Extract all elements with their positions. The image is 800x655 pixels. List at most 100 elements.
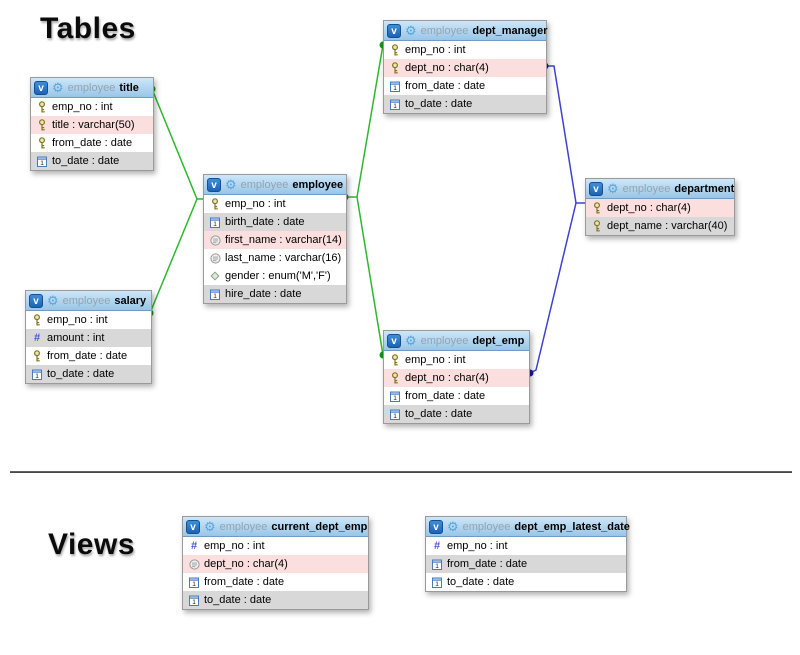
- column-row[interactable]: gender : enum('M','F'): [204, 267, 346, 285]
- schema-label: employee: [420, 334, 469, 347]
- view-toggle-icon[interactable]: v: [29, 293, 43, 308]
- column-label: from_date : date: [405, 80, 486, 92]
- key-icon: [389, 371, 401, 385]
- view-toggle-icon[interactable]: v: [34, 80, 48, 95]
- view-toggle-icon[interactable]: v: [589, 181, 603, 196]
- svg-text:1: 1: [192, 581, 196, 588]
- gear-icon[interactable]: ⚙: [204, 519, 216, 534]
- table-name: title: [119, 81, 139, 94]
- column-row[interactable]: emp_no : int: [384, 351, 529, 369]
- column-label: dept_no : char(4): [405, 62, 489, 74]
- column-row[interactable]: dept_no : char(4): [586, 199, 734, 217]
- column-label: dept_no : char(4): [405, 372, 489, 384]
- column-label: from_date : date: [447, 558, 528, 570]
- column-label: hire_date : date: [225, 288, 302, 300]
- schema-label: employee: [240, 178, 289, 191]
- calendar-icon: 1: [431, 577, 443, 588]
- svg-text:1: 1: [35, 373, 39, 380]
- column-row[interactable]: last_name : varchar(16): [204, 249, 346, 267]
- calendar-icon: 1: [31, 369, 43, 380]
- column-row[interactable]: dept_no : char(4): [183, 555, 368, 573]
- column-label: to_date : date: [52, 155, 120, 167]
- view-toggle-icon[interactable]: v: [207, 177, 221, 192]
- column-row[interactable]: 1 hire_date : date: [204, 285, 346, 303]
- calendar-icon: 1: [209, 289, 221, 300]
- table-name: employee: [292, 178, 344, 191]
- column-label: amount : int: [47, 332, 105, 344]
- calendar-icon: 1: [389, 81, 401, 92]
- column-row[interactable]: emp_no : int: [384, 41, 546, 59]
- svg-text:1: 1: [393, 395, 397, 402]
- column-row[interactable]: #amount : int: [26, 329, 151, 347]
- column-label: emp_no : int: [447, 540, 508, 552]
- column-row[interactable]: from_date : date: [31, 134, 153, 152]
- view-toggle-icon[interactable]: v: [429, 519, 443, 534]
- column-row[interactable]: 1 from_date : date: [426, 555, 626, 573]
- column-label: dept_no : char(4): [607, 202, 691, 214]
- text-icon: [188, 558, 200, 570]
- svg-text:1: 1: [213, 221, 217, 228]
- column-row[interactable]: emp_no : int: [204, 195, 346, 213]
- key-icon: [31, 313, 43, 327]
- schema-label: employee: [622, 182, 671, 195]
- column-row[interactable]: 1 from_date : date: [384, 77, 546, 95]
- column-row[interactable]: dept_no : char(4): [384, 369, 529, 387]
- key-icon: [389, 43, 401, 57]
- gear-icon[interactable]: ⚙: [47, 293, 59, 308]
- column-row[interactable]: #emp_no : int: [426, 537, 626, 555]
- gear-icon[interactable]: ⚙: [405, 23, 417, 38]
- view-toggle-icon[interactable]: v: [186, 519, 200, 534]
- column-row[interactable]: #emp_no : int: [183, 537, 368, 555]
- column-row[interactable]: dept_name : varchar(40): [586, 217, 734, 235]
- view-toggle-icon[interactable]: v: [387, 333, 401, 348]
- column-label: to_date : date: [405, 408, 473, 420]
- table-name: salary: [114, 294, 147, 307]
- calendar-icon: 1: [389, 409, 401, 420]
- svg-text:1: 1: [435, 581, 439, 588]
- gear-icon[interactable]: ⚙: [52, 80, 64, 95]
- calendar-icon: 1: [188, 595, 200, 606]
- relation-line-green: [151, 88, 204, 200]
- column-row[interactable]: emp_no : int: [31, 98, 153, 116]
- column-row[interactable]: from_date : date: [26, 347, 151, 365]
- column-row[interactable]: dept_no : char(4): [384, 59, 546, 77]
- key-icon: [389, 353, 401, 367]
- calendar-icon: 1: [209, 217, 221, 228]
- column-row[interactable]: first_name : varchar(14): [204, 231, 346, 249]
- gear-icon[interactable]: ⚙: [607, 181, 619, 196]
- svg-text:1: 1: [435, 563, 439, 570]
- column-row[interactable]: emp_no : int: [26, 311, 151, 329]
- gear-icon[interactable]: ⚙: [405, 333, 417, 348]
- gear-icon[interactable]: ⚙: [225, 177, 237, 192]
- tables-section-heading: Tables: [40, 12, 136, 45]
- column-row[interactable]: title : varchar(50): [31, 116, 153, 134]
- svg-text:1: 1: [393, 413, 397, 420]
- column-row[interactable]: 1 to_date : date: [384, 405, 529, 423]
- view-toggle-icon[interactable]: v: [387, 23, 401, 38]
- gear-icon[interactable]: ⚙: [447, 519, 459, 534]
